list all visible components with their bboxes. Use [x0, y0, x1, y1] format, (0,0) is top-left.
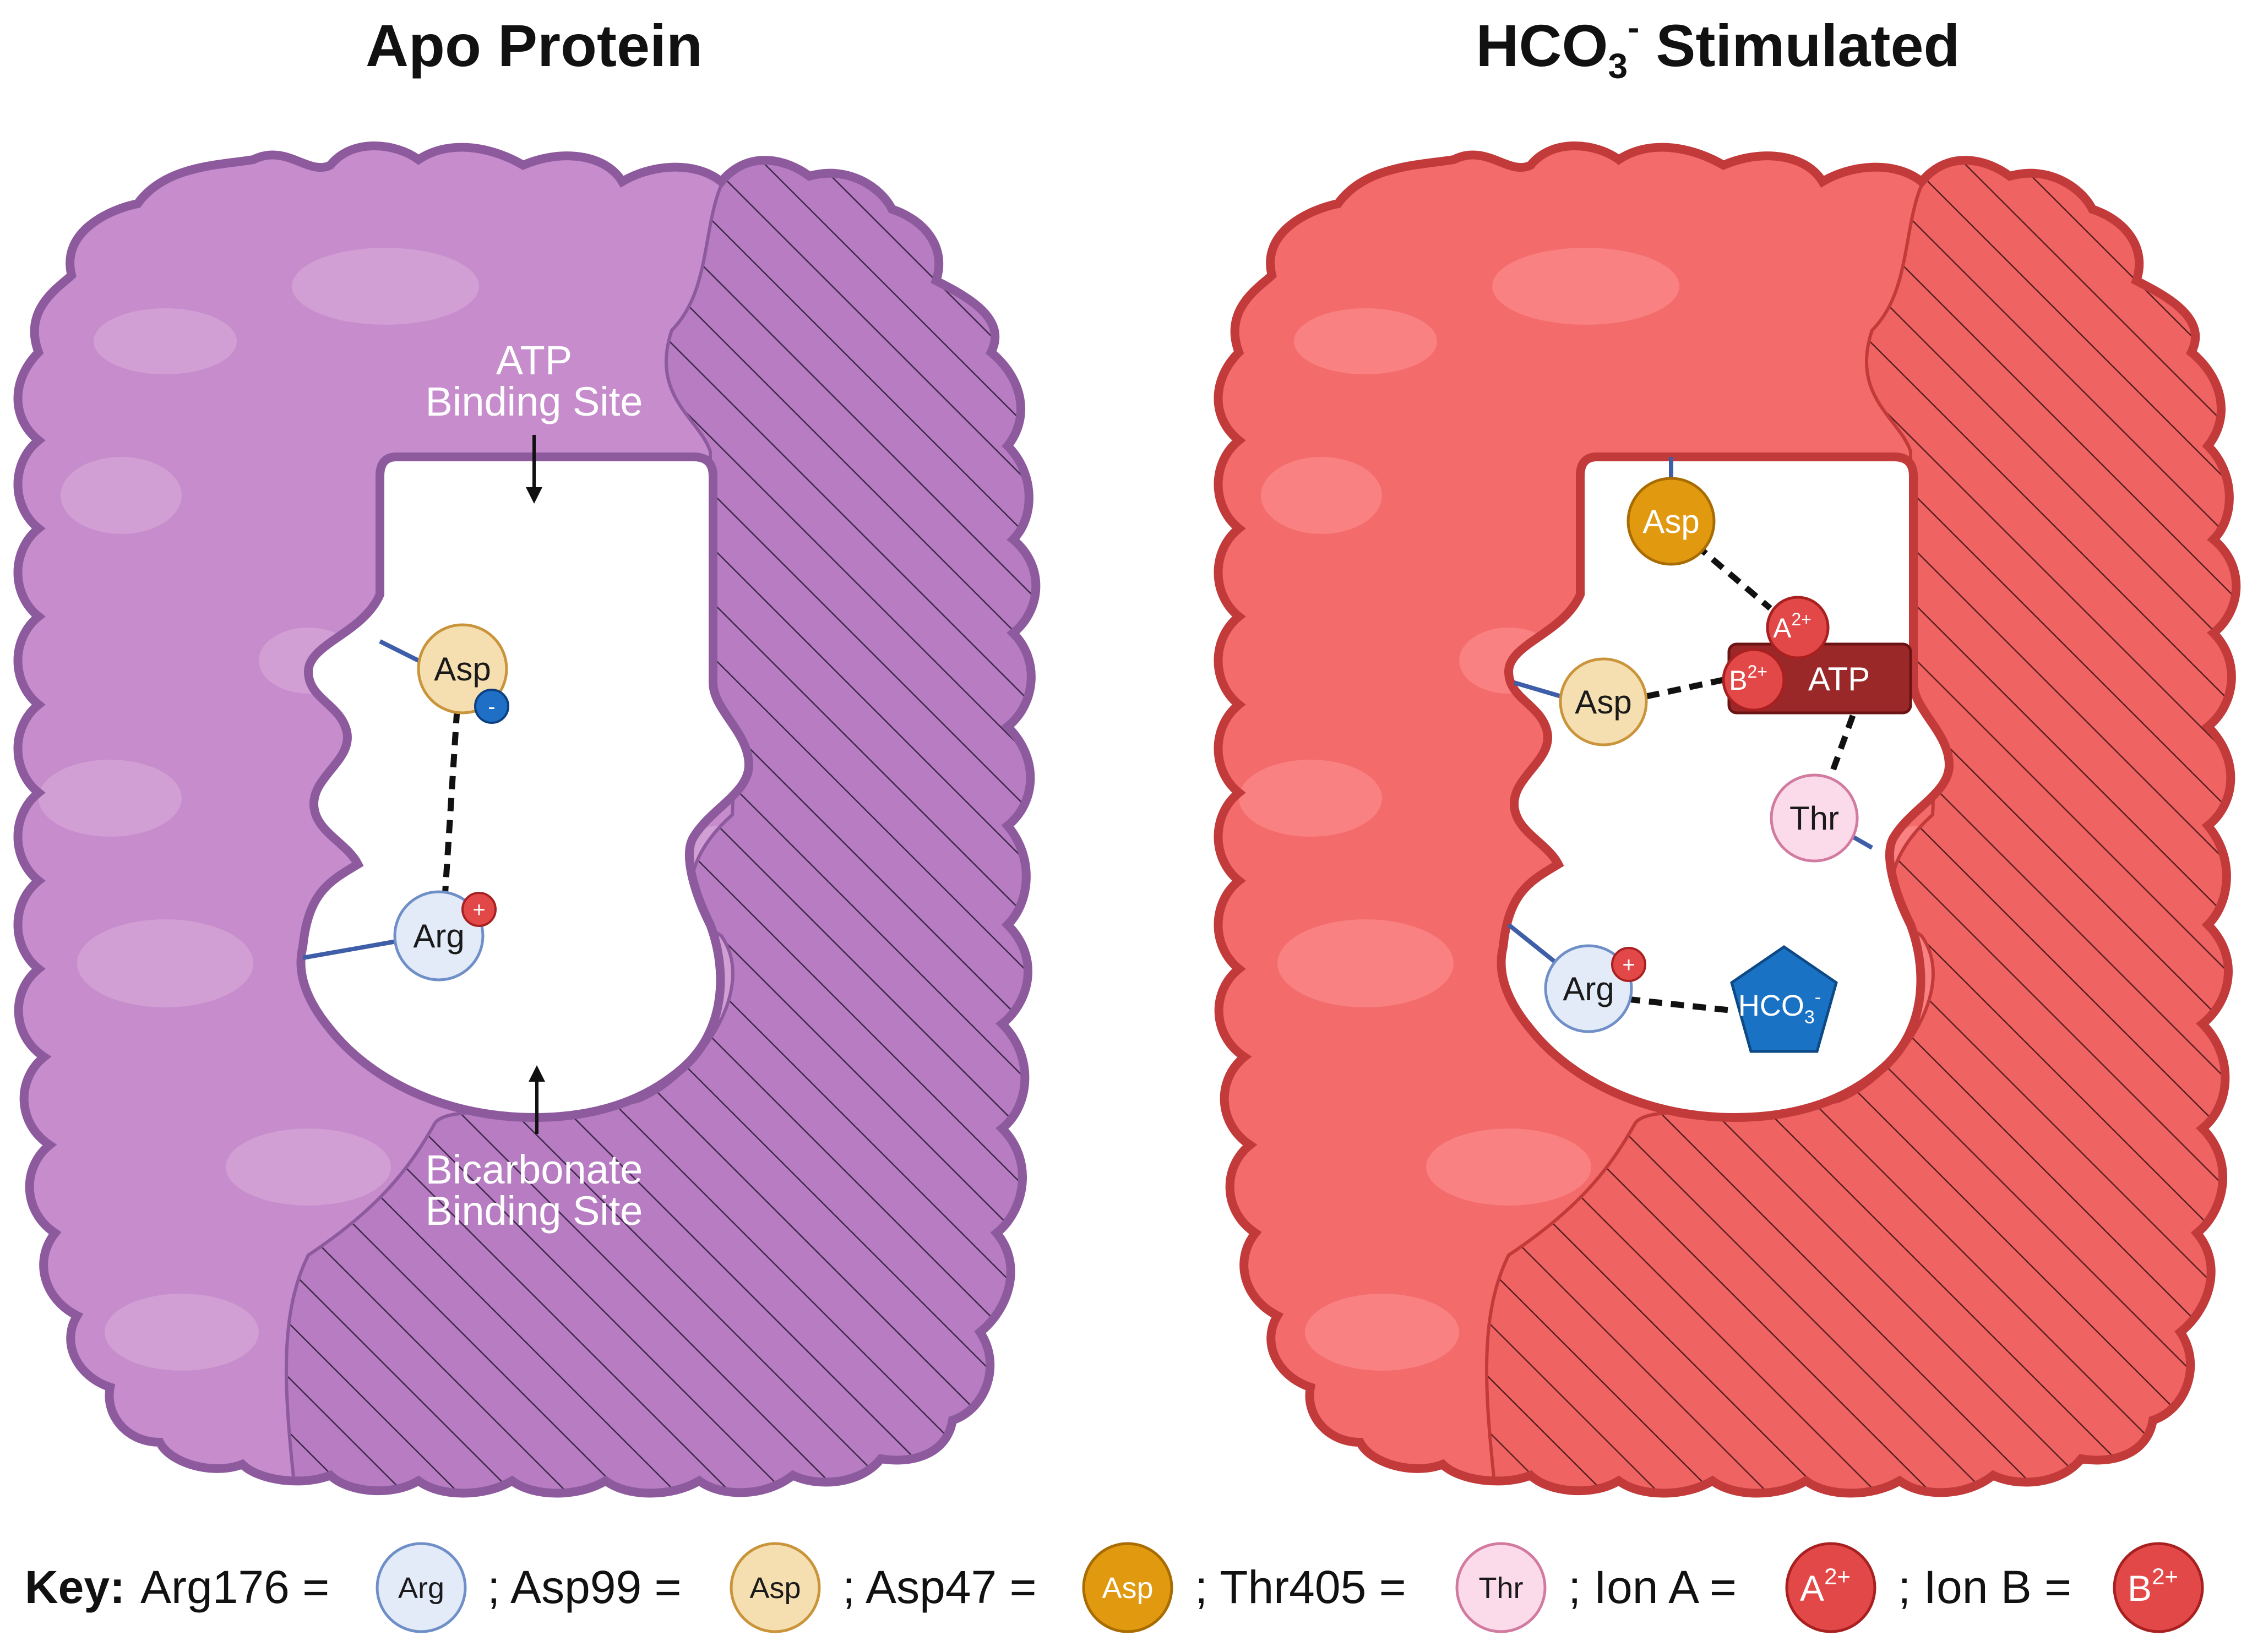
svg-text:Arg: Arg: [1563, 971, 1614, 1007]
svg-text:B2+: B2+: [1729, 662, 1767, 696]
key-thr405-text: ; Thr405 =: [1195, 1561, 1406, 1613]
stim-asp47-ionA-bond: [1694, 542, 1772, 611]
apo-protein-body: [18, 146, 1036, 1493]
svg-text:+: +: [472, 898, 485, 922]
apo-atp-arrow: [526, 435, 542, 504]
stim-arg-hco3-bond: [1626, 996, 1729, 1013]
stim-thr-tether: [1852, 835, 1873, 850]
apo-atp-site-label-1: ATP: [496, 337, 572, 383]
stimulated-panel: HCO3- Stimulated: [1214, 8, 2241, 1498]
svg-text:A2+: A2+: [1800, 1563, 1851, 1609]
stim-asp99-tether: [1513, 680, 1562, 699]
apo-salt-bridge: [442, 710, 460, 898]
key-ion-b-badge: B2+: [2113, 1542, 2204, 1633]
stim-asp99-ionB-bond: [1645, 677, 1725, 700]
svg-text:Asp: Asp: [1102, 1572, 1153, 1605]
svg-text:-: -: [488, 695, 495, 719]
apo-bicarb-site-label-1: Bicarbonate: [426, 1147, 643, 1192]
stim-asp99-residue: Asp: [1559, 657, 1648, 746]
stim-hco3: HCO3-: [1730, 945, 1838, 1053]
apo-title: Apo Protein: [366, 12, 703, 79]
apo-asp-tether: [379, 639, 425, 666]
svg-text:Arg: Arg: [413, 918, 464, 955]
stim-arg-tether: [1507, 923, 1560, 967]
stim-thr-residue: Thr: [1770, 773, 1859, 863]
stim-arg-positive-charge: +: [1611, 947, 1646, 982]
stim-arg-residue: Arg: [1544, 944, 1633, 1033]
svg-text:HCO3-: HCO3-: [1738, 987, 1821, 1028]
key-legend: Key: Arg176 = Arg ; Asp99 = Asp ; Asp47 …: [25, 1542, 2204, 1633]
stim-ion-b: B2+: [1722, 648, 1786, 712]
apo-negative-charge: -: [474, 689, 509, 724]
svg-text:Arg: Arg: [398, 1572, 444, 1605]
stim-atp-thr-bond: [1827, 715, 1856, 777]
apo-bicarb-arrow: [529, 1065, 545, 1134]
apo-protein-outline: [13, 141, 1041, 1498]
svg-text:Thr: Thr: [1789, 800, 1839, 837]
stimulated-title: HCO3- Stimulated: [1476, 8, 1960, 86]
apo-atp-site-label-2: Binding Site: [426, 379, 643, 424]
svg-text:+: +: [1622, 953, 1635, 977]
stim-asp47-residue: Asp: [1626, 477, 1716, 566]
svg-text:A2+: A2+: [1773, 609, 1812, 644]
svg-text:Asp: Asp: [434, 651, 491, 688]
apo-bicarb-site-label-2: Binding Site: [426, 1188, 643, 1234]
apo-positive-charge: +: [461, 892, 497, 927]
svg-text:Thr: Thr: [1479, 1572, 1524, 1605]
svg-text:Asp: Asp: [1575, 684, 1631, 721]
svg-text:Asp: Asp: [1642, 503, 1699, 540]
key-arg-badge: Arg: [376, 1542, 467, 1633]
stim-protein-outline: [1214, 141, 2241, 1498]
key-label: Key:: [25, 1561, 125, 1613]
key-asp47-badge: Asp: [1082, 1542, 1173, 1633]
apo-arg-tether: [302, 939, 397, 960]
apo-panel: Apo Protein ATP: [13, 12, 1041, 1498]
key-ion-a-badge: A2+: [1785, 1542, 1876, 1633]
key-asp47-text: ; Asp47 =: [842, 1561, 1037, 1613]
key-asp99-text: ; Asp99 =: [487, 1561, 682, 1613]
key-ion-b-text: ; Ion B =: [1898, 1561, 2071, 1613]
svg-text:Asp: Asp: [749, 1572, 801, 1605]
stim-ion-a: A2+: [1766, 596, 1830, 659]
svg-text:ATP: ATP: [1808, 661, 1870, 697]
apo-arg-residue: Arg: [393, 890, 485, 982]
key-asp99-badge: Asp: [730, 1542, 821, 1633]
svg-text:B2+: B2+: [2128, 1563, 2178, 1609]
key-thr-badge: Thr: [1455, 1542, 1547, 1633]
key-arg176-text: Arg176 =: [140, 1561, 329, 1613]
key-ion-a-text: ; Ion A =: [1568, 1561, 1737, 1613]
